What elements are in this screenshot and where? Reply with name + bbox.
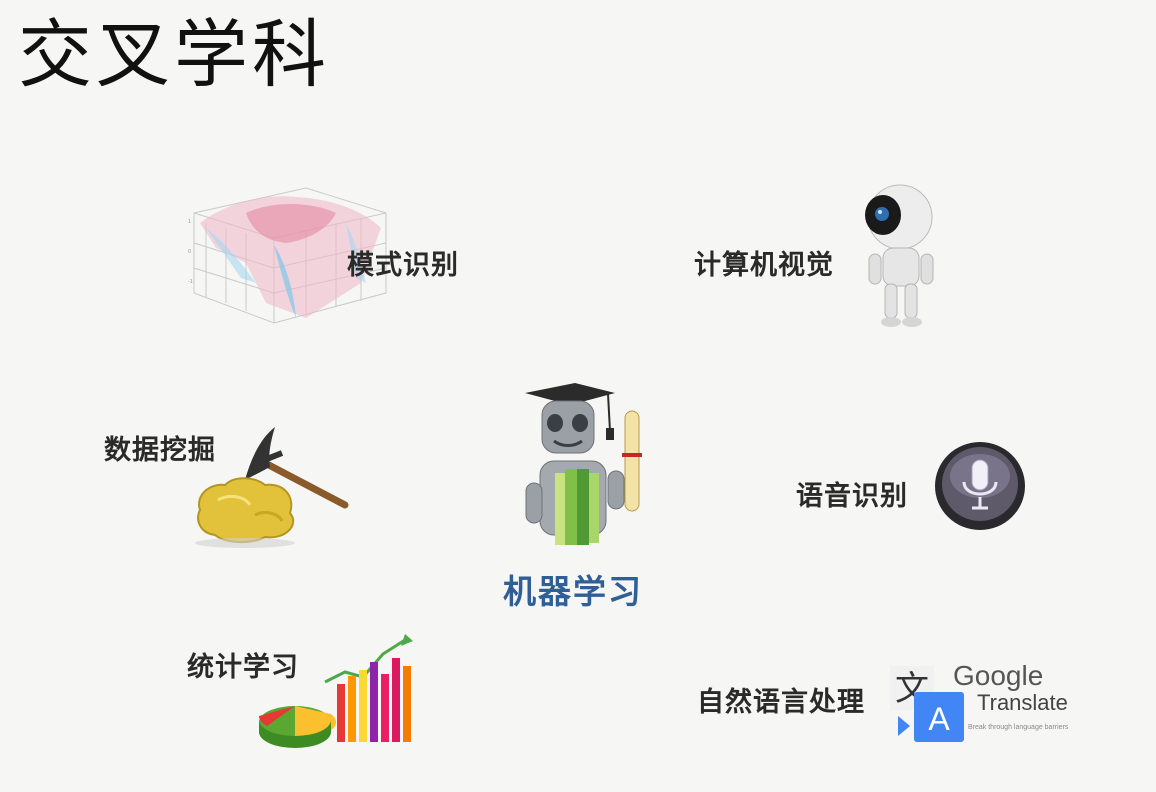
field-label-computer-vision: 计算机视觉: [694, 250, 834, 281]
3d-surface-plot-icon: 1 0 -1: [188, 187, 387, 324]
google-brand: Google: [953, 660, 1044, 691]
translate-tagline: Break through language barriers: [968, 724, 1069, 731]
svg-text:1: 1: [188, 219, 191, 225]
field-label-speech-recognition: 语音识别: [796, 481, 908, 512]
slide-title: 交叉学科: [18, 12, 330, 98]
gold-nugget-pickaxe-icon: [195, 427, 349, 548]
field-label-data-mining: 数据挖掘: [104, 435, 216, 466]
svg-text:0: 0: [188, 249, 191, 255]
translate-glyph-icon: 文 A: [890, 666, 964, 742]
field-label-statistical-learning: 统计学习: [187, 652, 299, 683]
microphone-button-icon: [935, 442, 1025, 530]
robot-icon: [865, 184, 934, 327]
glyph-latin: A: [928, 701, 950, 737]
center-label-machine-learning: 机器学习: [503, 572, 643, 611]
svg-text:-1: -1: [188, 279, 193, 285]
field-label-pattern-recognition: 模式识别: [347, 250, 459, 281]
charts-icon: [259, 634, 413, 748]
translate-product: Translate: [977, 690, 1068, 715]
graduate-robot-icon: [525, 383, 642, 545]
field-label-nlp: 自然语言处理: [697, 687, 865, 718]
